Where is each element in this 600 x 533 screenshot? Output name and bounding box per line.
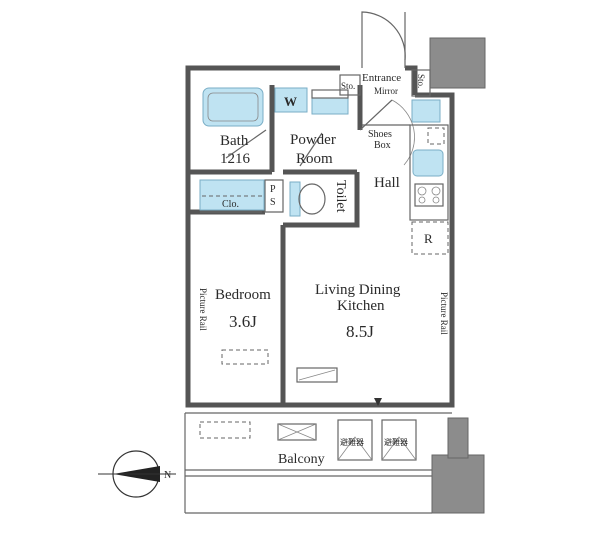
label-ldk-size: 8.5J — [346, 322, 374, 341]
label-closet: Clo. — [222, 199, 239, 210]
mirror-blue — [411, 99, 441, 123]
washer-box — [274, 87, 308, 113]
evac-ladder-box — [337, 419, 373, 461]
column-mid-right — [447, 417, 469, 459]
evac-hatch-box — [381, 419, 417, 461]
burner-1 — [417, 186, 427, 196]
storage-box-2 — [411, 69, 431, 97]
vanity-top — [311, 89, 349, 99]
compass-north-label: N — [164, 470, 171, 481]
label-picture-rail-right: Picture Rail — [439, 292, 449, 335]
bathtub — [202, 87, 264, 127]
wall-ps — [264, 179, 284, 213]
label-balcony: Balcony — [278, 452, 325, 467]
label-entrance: Entrance — [362, 72, 401, 84]
refrigerator-box — [411, 221, 449, 255]
label-ldk-1: Living Dining — [315, 282, 401, 298]
label-storage-1: Sto. — [341, 81, 355, 91]
label-evac-hatch: 避難器 — [384, 437, 408, 447]
toilet-tank — [289, 181, 301, 217]
bathtub-inner — [207, 92, 259, 122]
label-shoes-2: Box — [374, 140, 391, 151]
label-mirror: Mirror — [374, 86, 398, 96]
label-storage-2: Sto. — [416, 74, 426, 88]
powder-door — [299, 132, 323, 167]
label-washer: W — [284, 94, 297, 109]
label-powder-2: Room — [296, 151, 333, 167]
balcony-outdoor-unit — [199, 421, 251, 439]
outer-wall — [185, 65, 455, 408]
label-evac-ladder: 避難器 — [340, 437, 364, 447]
label-bedroom-size: 3.6J — [229, 312, 257, 331]
column-top-right — [429, 37, 486, 89]
kitchen-sink — [412, 149, 444, 177]
entry-arrow — [374, 398, 382, 406]
label-ldk-2: Kitchen — [337, 298, 385, 314]
wall-toilet — [283, 172, 360, 228]
label-refrigerator: R — [424, 231, 433, 246]
label-toilet: Toilet — [333, 180, 348, 213]
burner-3 — [418, 196, 426, 204]
bath-door — [225, 129, 267, 159]
evac-hatch-tri — [381, 436, 417, 461]
label-ps-p: P — [270, 184, 276, 195]
burner-4 — [432, 196, 440, 204]
storage-box-1 — [339, 74, 361, 96]
evac-ladder-tri — [337, 436, 373, 461]
bedroom-dashed-item — [221, 349, 269, 365]
ldk-aircon-diag — [298, 369, 336, 381]
kitchen-counter — [409, 124, 449, 221]
hall-door-arc — [391, 99, 415, 166]
vanity-sink — [311, 97, 349, 115]
label-bath: Bath — [220, 133, 249, 149]
entrance-door — [361, 11, 406, 68]
closet-area — [199, 179, 265, 211]
burner-2 — [431, 186, 441, 196]
label-shoes-1: Shoes — [368, 129, 392, 140]
balcony-drain — [277, 423, 317, 441]
toilet-bowl — [298, 183, 326, 215]
ldk-aircon — [296, 367, 338, 383]
stove — [414, 183, 444, 207]
kitchen-dashed-area — [427, 127, 445, 145]
column-bottom-right — [431, 454, 485, 514]
label-bath-size: 1216 — [220, 151, 251, 167]
label-ps-s: S — [270, 197, 276, 208]
hall-door — [359, 99, 393, 131]
label-bedroom: Bedroom — [215, 287, 271, 303]
entrance-wall — [405, 65, 418, 95]
balcony-drain-x2 — [277, 423, 317, 441]
label-powder-1: Powder — [290, 132, 336, 148]
label-picture-rail-left: Picture Rail — [198, 288, 208, 331]
label-hall: Hall — [374, 175, 400, 191]
